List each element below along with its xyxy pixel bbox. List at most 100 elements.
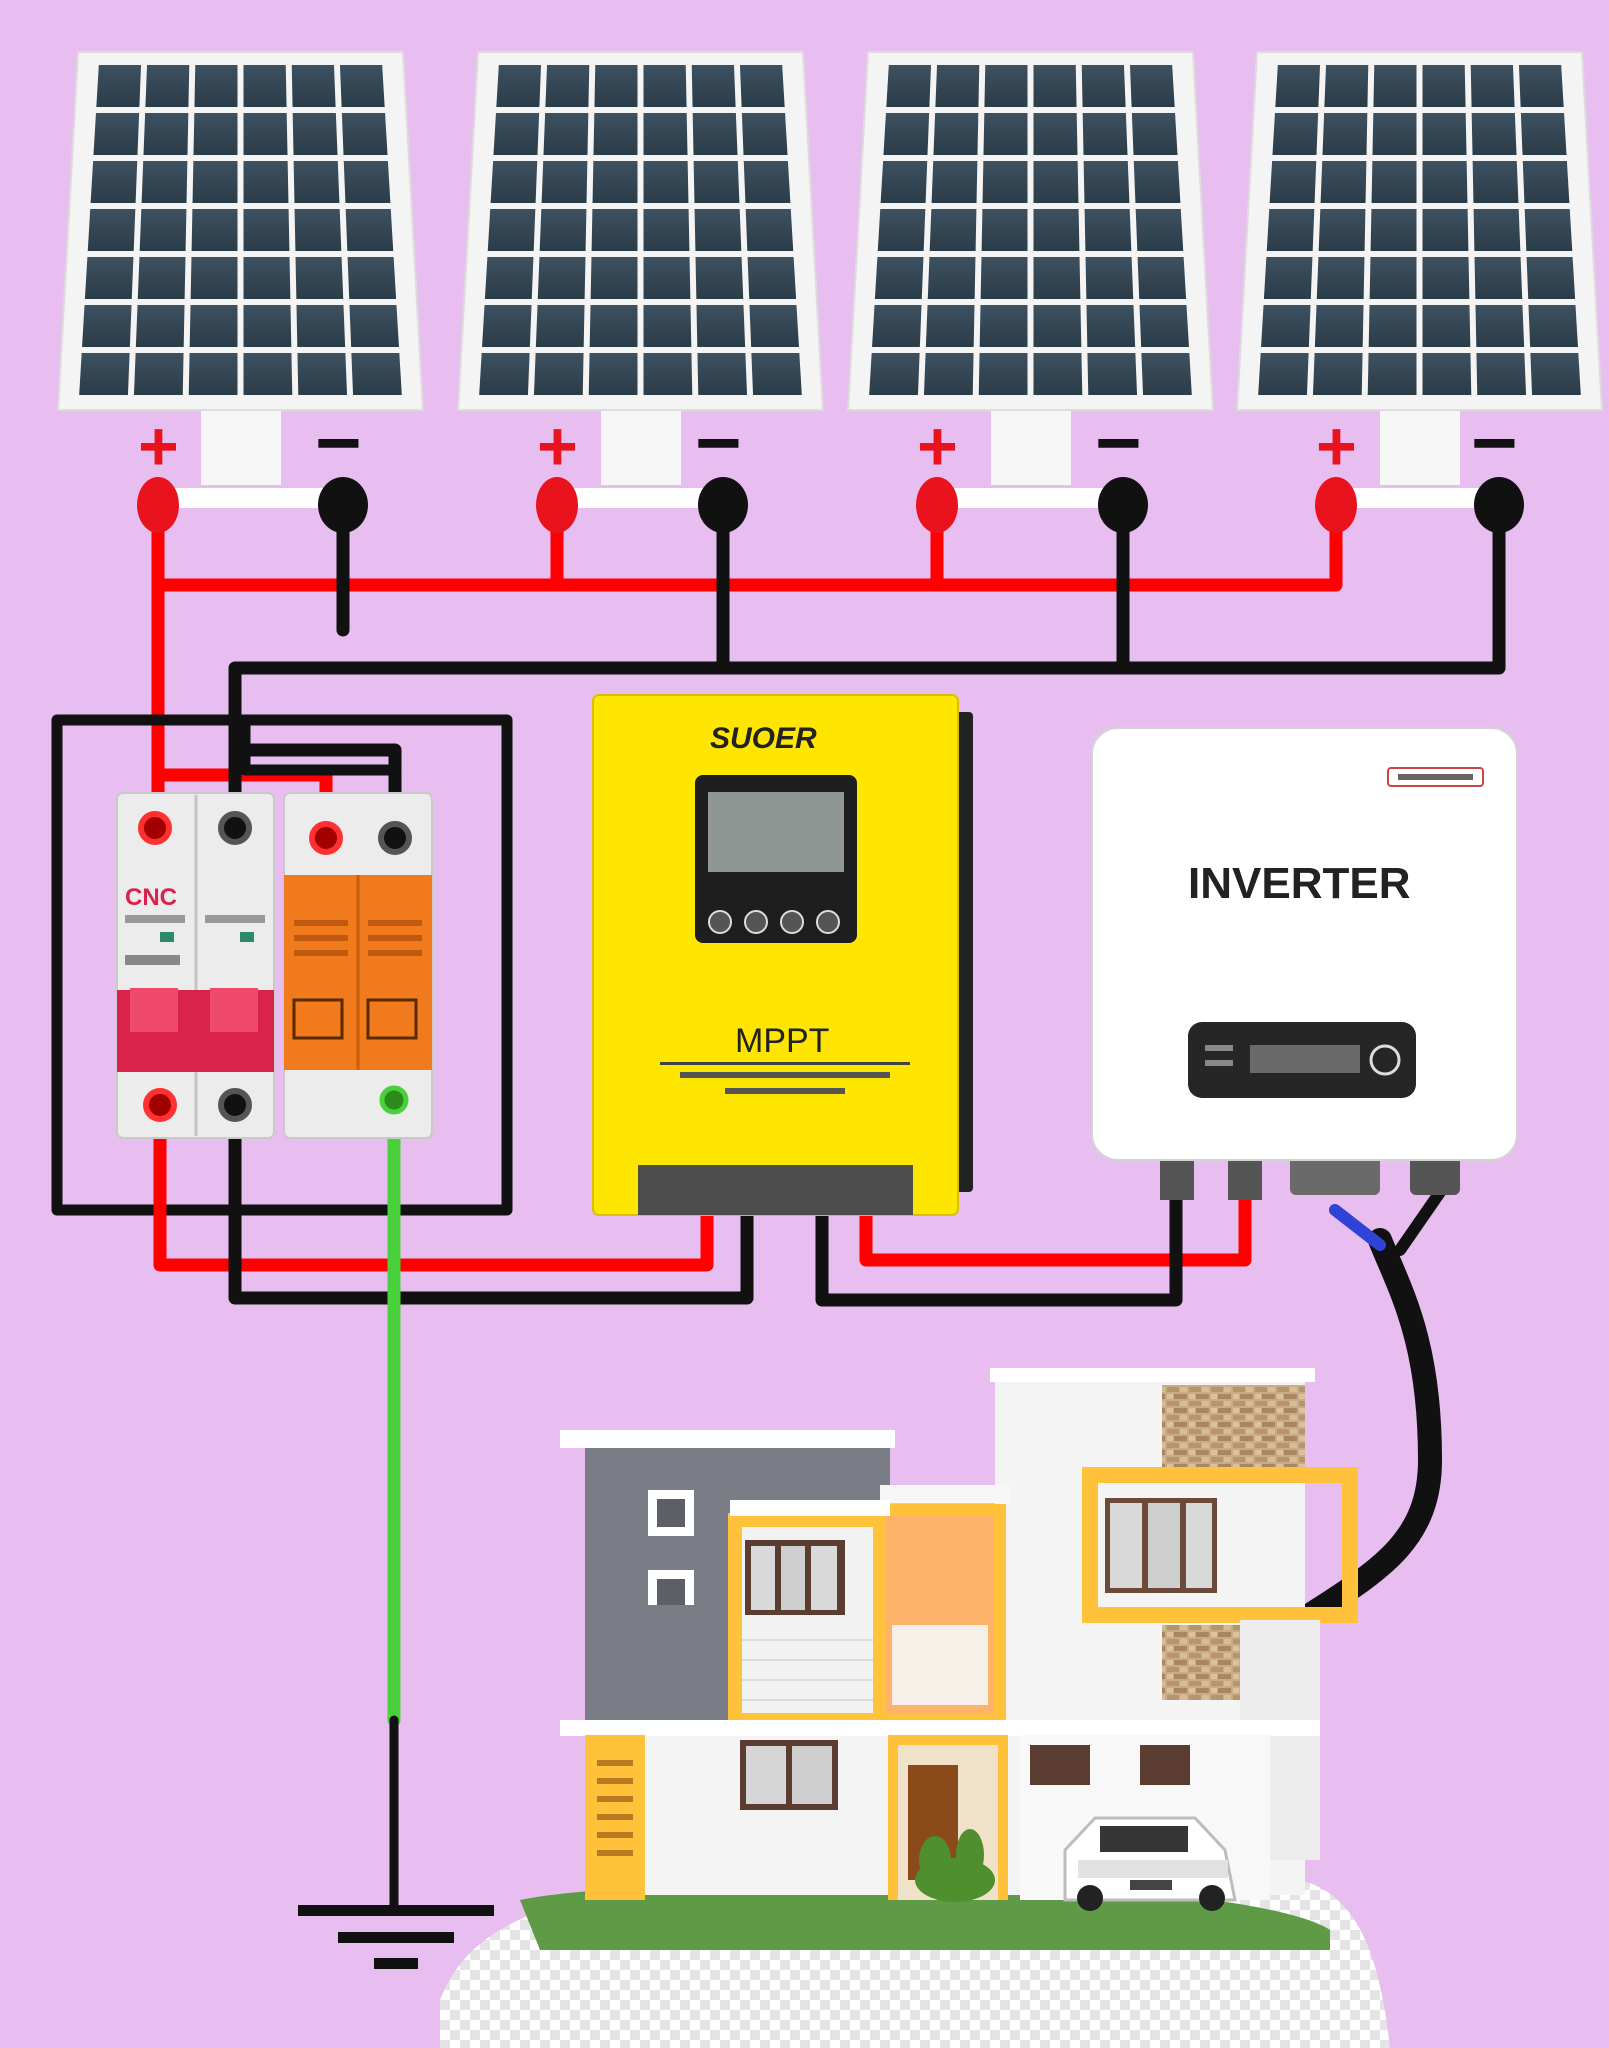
inverter-label: INVERTER	[1188, 859, 1410, 908]
panel-cell	[1084, 209, 1132, 251]
panel-cell	[84, 257, 134, 299]
panel-cell	[1082, 113, 1128, 155]
panel-cell	[643, 257, 691, 299]
panel-cell	[1471, 113, 1517, 155]
panel-cell	[296, 305, 346, 347]
inverter-logo	[1387, 767, 1484, 787]
panel-cell	[349, 305, 399, 347]
panel-cell	[1033, 209, 1080, 251]
panel-negative-terminal[interactable]	[698, 477, 748, 533]
panel-cell	[594, 65, 638, 107]
panel-cell	[1530, 353, 1581, 395]
panel-cell	[1129, 65, 1175, 107]
negative-symbol: −	[1471, 398, 1518, 487]
solar-panel-3	[846, 51, 1215, 508]
panel-cell	[141, 161, 188, 203]
panel-cell	[591, 209, 638, 251]
panel-cell	[1422, 65, 1466, 107]
panel-stand	[1380, 405, 1460, 485]
panel-cell	[877, 209, 926, 251]
panel-cell	[982, 161, 1028, 203]
panel-cell	[886, 65, 932, 107]
panel-cell	[339, 65, 385, 107]
panel-cell	[979, 305, 1028, 347]
breaker-positive-input-terminal[interactable]	[138, 811, 172, 845]
panel-cell	[1316, 257, 1365, 299]
controller-button-1[interactable]	[708, 910, 732, 934]
panel-cell	[869, 353, 920, 395]
panel-cell	[295, 257, 344, 299]
panel-cell	[243, 209, 290, 251]
inverter: INVERTER	[1091, 727, 1518, 1200]
breaker-positive-output-terminal[interactable]	[143, 1088, 177, 1122]
breaker-brand: CNC	[125, 884, 177, 911]
panel-cell	[135, 305, 185, 347]
controller-button-4[interactable]	[816, 910, 840, 934]
inverter-knob[interactable]	[1369, 1044, 1401, 1076]
panel-cell	[643, 113, 688, 155]
panel-cell	[931, 161, 978, 203]
panel-cell	[1312, 353, 1363, 395]
panel-cell	[189, 305, 238, 347]
inverter-screen	[1250, 1045, 1360, 1073]
panel-cell	[341, 113, 388, 155]
spd-ground-terminal[interactable]	[379, 1085, 409, 1115]
panel-cell	[487, 209, 536, 251]
breaker-negative-input-terminal[interactable]	[218, 811, 252, 845]
controller-button-3[interactable]	[780, 910, 804, 934]
panel-cell	[537, 257, 586, 299]
breaker-negative-output-terminal[interactable]	[218, 1088, 252, 1122]
panel-cell	[493, 113, 540, 155]
panel-cell	[927, 257, 976, 299]
panel-cell	[482, 305, 532, 347]
panel-cell	[983, 113, 1028, 155]
controller-positive-to-inverter-wire	[859, 1168, 1252, 1267]
solar-panel-2	[456, 51, 825, 508]
panel-positive-terminal[interactable]	[137, 477, 179, 533]
panel-positive-terminal[interactable]	[536, 477, 578, 533]
surge-protector	[283, 792, 433, 1139]
panel-cell	[588, 353, 638, 395]
panel-cell	[1422, 305, 1471, 347]
panel-cell	[741, 113, 788, 155]
panel-positive-terminal[interactable]	[1315, 477, 1357, 533]
panel-cell	[292, 113, 338, 155]
panel-cell	[694, 209, 742, 251]
controller-model: MPPT	[735, 1022, 829, 1060]
panel-cell	[188, 353, 238, 395]
positive-bus-wire	[151, 503, 1343, 592]
controller-body	[592, 694, 959, 1216]
controller-negative-to-inverter-wire	[815, 1168, 1183, 1307]
controller-lcd-screen	[708, 792, 844, 872]
panel-cell	[294, 209, 342, 251]
panel-cell	[535, 305, 585, 347]
breaker-negative-output-wire	[228, 1098, 754, 1305]
spd-positive-terminal[interactable]	[309, 821, 343, 855]
panel-cell	[593, 113, 638, 155]
panel-cell	[880, 161, 928, 203]
panel-negative-terminal[interactable]	[1098, 477, 1148, 533]
panel-cell	[145, 65, 190, 107]
panel-cell	[933, 113, 979, 155]
panel-cell	[589, 305, 638, 347]
panel-cell	[1033, 65, 1077, 107]
controller-button-2[interactable]	[744, 910, 768, 934]
panel-cell	[1086, 305, 1136, 347]
plant-icon	[915, 1829, 995, 1902]
panel-cell	[751, 353, 802, 395]
spd-negative-terminal[interactable]	[378, 821, 412, 855]
controller-terminal-strip	[638, 1165, 913, 1215]
house-icon	[440, 1368, 1390, 2048]
positive-symbol: +	[1316, 407, 1357, 485]
panel-cell	[192, 161, 238, 203]
panel-cell	[539, 209, 587, 251]
panel-positive-terminal[interactable]	[916, 477, 958, 533]
panel-cell	[1085, 257, 1134, 299]
panel-cell	[643, 305, 692, 347]
panel-stand	[201, 405, 281, 485]
panel-cell	[479, 353, 530, 395]
panel-negative-terminal[interactable]	[318, 477, 368, 533]
panel-cell	[1135, 209, 1184, 251]
panel-cell	[1322, 113, 1368, 155]
panel-negative-terminal[interactable]	[1474, 477, 1524, 533]
